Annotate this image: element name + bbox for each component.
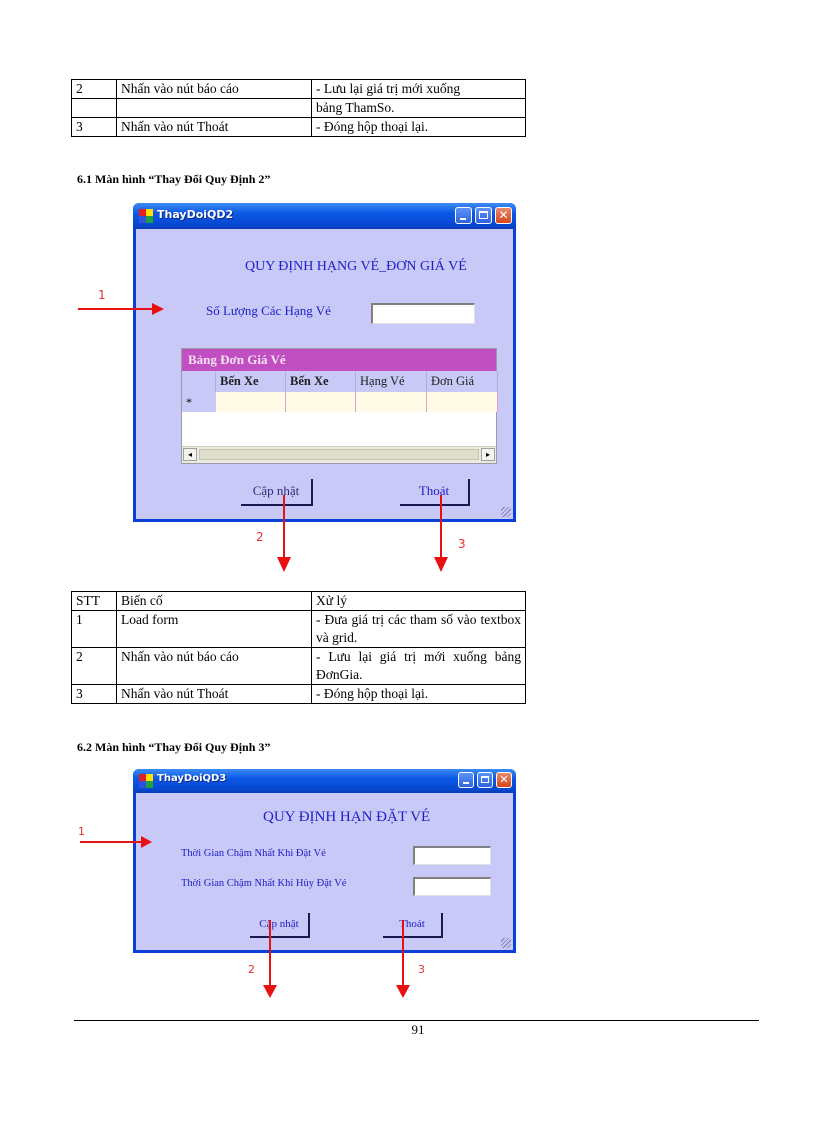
callout-number-1: 1 [98, 288, 106, 302]
event-cell: Nhấn vào nút Thoát [116, 684, 312, 704]
event-table-continued: 2 Nhấn vào nút báo cáo - Lưu lại giá trị… [71, 79, 526, 137]
event-cell: Nhấn vào nút Thoát [116, 117, 312, 137]
arrow-head-icon [152, 303, 164, 315]
window-thaydoiqd3: ThayDoiQD3 ✕ QUY ĐỊNH HẠN ĐẶT VÉ Thời Gi… [133, 769, 516, 953]
minimize-icon[interactable] [455, 207, 472, 224]
grid-cell[interactable] [216, 392, 286, 412]
action-cell: - Lưu lại giá trị mới xuống bảng ĐơnGia. [311, 647, 526, 685]
form-title: QUY ĐỊNH HẠN ĐẶT VÉ [263, 809, 431, 825]
resize-grip-icon[interactable] [501, 938, 511, 948]
window-title: ThayDoiQD3 [157, 773, 227, 784]
window-client-area: QUY ĐỊNH HẠN ĐẶT VÉ Thời Gian Chậm Nhất … [136, 793, 513, 950]
thoi-gian-huy-dat-ve-input[interactable] [413, 877, 491, 896]
table-header-row: STT Biến cố Xử lý [71, 591, 526, 611]
stt-cell: 2 [71, 647, 117, 685]
action-cell: - Đóng hộp thoại lại. [311, 684, 526, 704]
action-cell: bảng ThamSo. [311, 98, 526, 118]
page-number: 91 [411, 1022, 425, 1037]
thoat-button[interactable]: Thoát [400, 479, 470, 506]
table-row: 2 Nhấn vào nút báo cáo - Lưu lại giá trị… [71, 647, 526, 685]
callout-arrow-3 [402, 920, 404, 988]
title-bar[interactable]: ThayDoiQD2 ✕ [133, 203, 516, 229]
stt-cell: 3 [71, 684, 117, 704]
arrow-head-icon [141, 836, 152, 848]
stt-cell: 1 [71, 610, 117, 648]
header-action: Xử lý [311, 591, 526, 611]
event-cell: Load form [116, 610, 312, 648]
grid-cell[interactable] [286, 392, 356, 412]
column-header-hang-ve[interactable]: Hạng Vé [356, 371, 427, 392]
horizontal-scrollbar[interactable]: ◂ ▸ [182, 446, 496, 463]
minimize-icon[interactable] [458, 772, 474, 788]
window-client-area: QUY ĐỊNH HẠNG VÉ_ĐƠN GIÁ VÉ Số Lượng Các… [136, 229, 513, 519]
maximize-icon[interactable] [477, 772, 493, 788]
callout-arrow-2 [269, 920, 271, 988]
header-stt: STT [71, 591, 117, 611]
callout-arrow-3 [440, 495, 442, 559]
callout-number-3: 3 [418, 963, 425, 976]
field-label-dat-ve: Thời Gian Chậm Nhất Khi Đặt Vé [181, 848, 326, 859]
header-event: Biến cố [116, 591, 312, 611]
maximize-icon[interactable] [475, 207, 492, 224]
close-icon[interactable]: ✕ [496, 772, 512, 788]
so-luong-hang-ve-input[interactable] [371, 303, 475, 324]
scroll-right-icon[interactable]: ▸ [481, 448, 495, 461]
grid-caption: Bảng Đơn Giá Vé [182, 349, 496, 371]
column-header-ben-xe-1[interactable]: Bến Xe [216, 371, 286, 392]
event-cell [116, 98, 312, 118]
app-icon [139, 209, 153, 223]
don-gia-ve-grid[interactable]: Bảng Đơn Giá Vé Bến Xe Bến Xe Hạng Vé Đơ… [181, 348, 498, 464]
arrow-head-icon [396, 985, 410, 998]
callout-arrow-1 [78, 308, 154, 310]
action-cell: - Lưu lại giá trị mới xuống [311, 79, 526, 99]
table-row: 1 Load form - Đưa giá trị các tham số và… [71, 610, 526, 648]
action-cell: - Đưa giá trị các tham số vào textbox và… [311, 610, 526, 648]
scroll-left-icon[interactable]: ◂ [183, 448, 197, 461]
event-cell: Nhấn vào nút báo cáo [116, 79, 312, 99]
title-bar[interactable]: ThayDoiQD3 ✕ [133, 769, 516, 793]
stt-cell: 2 [71, 79, 117, 99]
callout-arrow-1 [80, 841, 142, 843]
row-header-corner [182, 371, 216, 392]
section-heading-6-1: 6.1 Màn hình “Thay Đổi Quy Định 2” [77, 172, 271, 186]
thoat-button[interactable]: Thoát [383, 913, 443, 938]
scroll-thumb[interactable] [199, 449, 479, 460]
callout-arrow-2 [283, 495, 285, 559]
callout-number-1: 1 [78, 825, 85, 838]
section-heading-6-2: 6.2 Màn hình “Thay Đổi Quy Định 3” [77, 740, 271, 754]
cap-nhat-button[interactable]: Cập nhật [241, 479, 313, 506]
column-header-don-gia[interactable]: Đơn Giá [427, 371, 498, 392]
grid-cell[interactable] [427, 392, 498, 412]
arrow-head-icon [434, 557, 448, 572]
action-cell: - Đóng hộp thoại lại. [311, 117, 526, 137]
window-title: ThayDoiQD2 [157, 208, 234, 221]
table-row: 3 Nhấn vào nút Thoát - Đóng hộp thoại lạ… [71, 117, 526, 137]
resize-grip-icon[interactable] [501, 507, 511, 517]
stt-cell [71, 98, 117, 118]
footer-rule [74, 1020, 759, 1021]
table-row: 2 Nhấn vào nút báo cáo - Lưu lại giá trị… [71, 79, 526, 99]
window-thaydoiqd2: ThayDoiQD2 ✕ QUY ĐỊNH HẠNG VÉ_ĐƠN GIÁ VÉ… [133, 203, 516, 522]
arrow-head-icon [263, 985, 277, 998]
event-table-6-1: STT Biến cố Xử lý 1 Load form - Đưa giá … [71, 591, 526, 704]
cap-nhat-button[interactable]: Cập nhật [250, 913, 310, 938]
table-row: bảng ThamSo. [71, 98, 526, 118]
arrow-head-icon [277, 557, 291, 572]
app-icon [139, 774, 153, 788]
callout-number-2: 2 [248, 963, 255, 976]
stt-cell: 3 [71, 117, 117, 137]
callout-number-2: 2 [256, 530, 264, 544]
new-row-marker: * [182, 392, 216, 412]
column-header-ben-xe-2[interactable]: Bến Xe [286, 371, 356, 392]
close-icon[interactable]: ✕ [495, 207, 512, 224]
event-cell: Nhấn vào nút báo cáo [116, 647, 312, 685]
thoi-gian-dat-ve-input[interactable] [413, 846, 491, 865]
form-title: QUY ĐỊNH HẠNG VÉ_ĐƠN GIÁ VÉ [245, 259, 467, 274]
field-label-huy-dat-ve: Thời Gian Chậm Nhất Khi Hủy Đặt Vé [181, 878, 347, 889]
table-row: 3 Nhấn vào nút Thoát - Đóng hộp thoại lạ… [71, 684, 526, 704]
callout-number-3: 3 [458, 537, 466, 551]
grid-cell[interactable] [356, 392, 427, 412]
field-label-so-luong-hang-ve: Số Lượng Các Hạng Vé [206, 303, 331, 318]
